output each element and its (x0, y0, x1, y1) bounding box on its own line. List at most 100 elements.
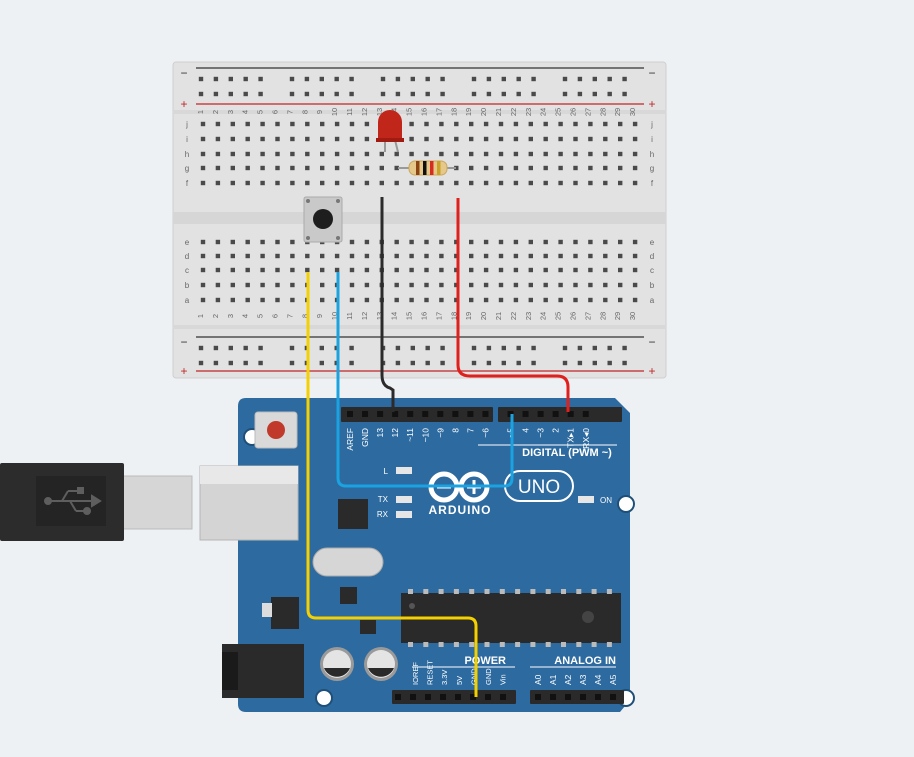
bb-rail-hole[interactable] (289, 360, 295, 366)
bb-hole[interactable] (424, 267, 429, 273)
bb-rail-hole[interactable] (531, 345, 536, 351)
bb-rail-hole[interactable] (592, 360, 597, 366)
bb-hole[interactable] (469, 180, 474, 186)
bb-hole[interactable] (320, 267, 325, 273)
bb-hole[interactable] (320, 282, 325, 288)
bb-hole[interactable] (573, 121, 578, 127)
bb-hole[interactable] (275, 151, 280, 157)
bb-rail-hole[interactable] (334, 91, 339, 97)
bb-hole[interactable] (632, 239, 638, 245)
bb-hole[interactable] (305, 165, 310, 171)
bb-hole[interactable] (498, 151, 504, 157)
bb-hole[interactable] (290, 297, 295, 303)
bb-hole[interactable] (543, 180, 548, 186)
bb-hole[interactable] (275, 239, 280, 245)
bb-rail-hole[interactable] (592, 345, 597, 351)
bb-rail-hole[interactable] (319, 345, 324, 351)
bb-rail-hole[interactable] (577, 360, 583, 366)
bb-hole[interactable] (320, 121, 325, 127)
bb-hole[interactable] (275, 165, 280, 171)
bb-hole[interactable] (498, 282, 504, 288)
bb-hole[interactable] (275, 282, 280, 288)
bb-hole[interactable] (349, 121, 355, 127)
bb-hole[interactable] (245, 239, 250, 245)
bb-rail-hole[interactable] (258, 345, 263, 351)
bb-hole[interactable] (394, 282, 399, 288)
bb-rail-hole[interactable] (516, 360, 521, 366)
bb-hole[interactable] (200, 239, 206, 245)
bb-hole[interactable] (409, 239, 414, 245)
bb-hole[interactable] (305, 267, 310, 273)
bb-rail-hole[interactable] (562, 76, 568, 82)
bb-hole[interactable] (349, 253, 355, 259)
wire-pin7[interactable] (336, 272, 514, 488)
bb-hole[interactable] (200, 253, 206, 259)
header-pin[interactable] (535, 694, 541, 700)
bb-rail-hole[interactable] (622, 76, 627, 82)
bb-hole[interactable] (439, 267, 444, 273)
bb-hole[interactable] (513, 151, 519, 157)
bb-hole[interactable] (439, 121, 444, 127)
bb-hole[interactable] (260, 180, 265, 186)
bb-hole[interactable] (573, 239, 578, 245)
bb-hole[interactable] (364, 239, 370, 245)
bb-hole[interactable] (230, 180, 235, 186)
header-pin[interactable] (440, 694, 446, 700)
header-pin[interactable] (485, 694, 491, 700)
bb-hole[interactable] (260, 297, 265, 303)
bb-hole[interactable] (305, 151, 310, 157)
bb-rail-hole[interactable] (213, 76, 219, 82)
bb-hole[interactable] (334, 136, 340, 142)
bb-hole[interactable] (543, 165, 548, 171)
bb-hole[interactable] (469, 253, 474, 259)
bb-hole[interactable] (454, 151, 459, 157)
bb-hole[interactable] (513, 239, 519, 245)
header-pin[interactable] (362, 411, 369, 417)
header-pin[interactable] (392, 411, 399, 417)
bb-hole[interactable] (424, 180, 429, 186)
bb-hole[interactable] (215, 165, 221, 171)
bb-hole[interactable] (454, 267, 459, 273)
bb-hole[interactable] (245, 121, 250, 127)
bb-rail-hole[interactable] (319, 360, 324, 366)
bb-rail-hole[interactable] (349, 345, 354, 351)
header-pin[interactable] (522, 411, 529, 417)
bb-rail-hole[interactable] (471, 360, 477, 366)
bb-rail-hole[interactable] (289, 345, 295, 351)
bb-hole[interactable] (573, 165, 578, 171)
bb-hole[interactable] (513, 136, 519, 142)
bb-hole[interactable] (498, 180, 504, 186)
bb-hole[interactable] (200, 165, 206, 171)
bb-hole[interactable] (469, 165, 474, 171)
bb-hole[interactable] (454, 282, 459, 288)
pushbutton-cap[interactable] (313, 209, 333, 229)
bb-hole[interactable] (215, 151, 221, 157)
bb-hole[interactable] (409, 180, 414, 186)
bb-hole[interactable] (349, 297, 355, 303)
bb-hole[interactable] (305, 136, 310, 142)
bb-hole[interactable] (454, 253, 459, 259)
bb-hole[interactable] (230, 297, 235, 303)
bb-hole[interactable] (245, 151, 250, 157)
bb-hole[interactable] (558, 282, 563, 288)
bb-hole[interactable] (334, 151, 340, 157)
bb-hole[interactable] (603, 165, 608, 171)
bb-hole[interactable] (334, 180, 340, 186)
bb-hole[interactable] (394, 239, 399, 245)
bb-hole[interactable] (394, 253, 399, 259)
bb-hole[interactable] (394, 267, 399, 273)
bb-hole[interactable] (245, 253, 250, 259)
bb-hole[interactable] (558, 253, 563, 259)
bb-rail-hole[interactable] (516, 345, 521, 351)
bb-hole[interactable] (618, 151, 623, 157)
bb-hole[interactable] (379, 151, 384, 157)
bb-hole[interactable] (543, 121, 548, 127)
bb-hole[interactable] (424, 282, 429, 288)
bb-hole[interactable] (618, 267, 623, 273)
bb-hole[interactable] (498, 165, 504, 171)
bb-hole[interactable] (200, 282, 206, 288)
header-pin[interactable] (595, 694, 601, 700)
bb-hole[interactable] (513, 121, 519, 127)
